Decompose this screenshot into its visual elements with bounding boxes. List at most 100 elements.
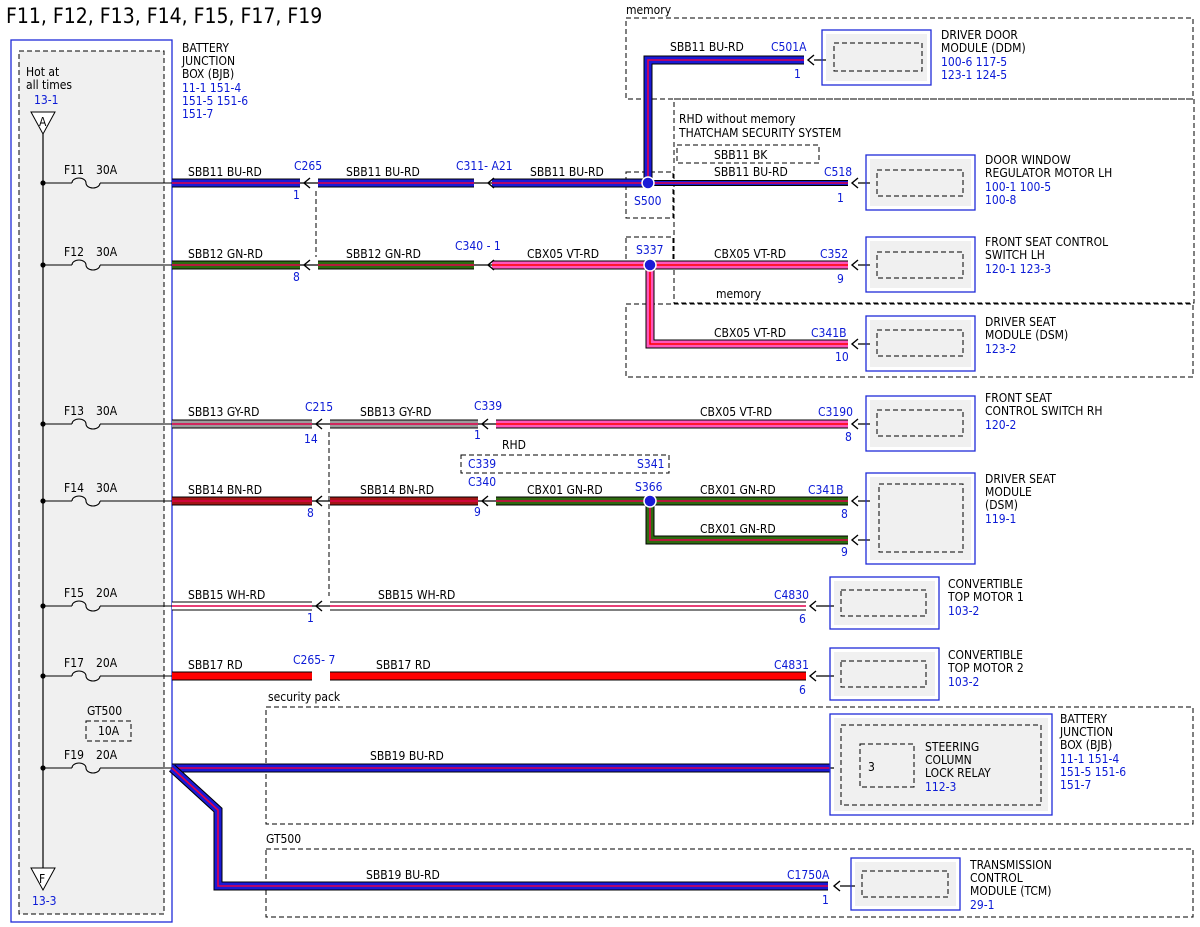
component-ref: 29-1 (970, 898, 995, 912)
connector-c4831: C4831 (774, 658, 809, 672)
component-ref: 103-2 (948, 675, 979, 689)
wire-label: SBB12 GN-RD (346, 247, 421, 261)
splice-s337 (643, 258, 657, 272)
component-ref: 100-1 100-5 (985, 180, 1051, 194)
component-ref: 103-2 (948, 604, 979, 618)
component-door-window-motor: DOOR WINDOW REGULATOR MOTOR LH 100-1 100… (865, 153, 1112, 211)
fuse-name: F15 (64, 586, 84, 600)
fuse-f13: F13 30A (40, 404, 172, 430)
gt500-fuse-rating: 10A (98, 724, 120, 738)
pin: 9 (841, 545, 848, 559)
bjb-ref-2: 151-5 151-6 (182, 94, 248, 108)
connector-arrow-icon (850, 418, 859, 430)
connector-a-label: A (39, 115, 47, 129)
splice-s500 (641, 176, 655, 190)
wire-sbb11-c-stripe (492, 59, 804, 184)
wire-label: CBX01 GN-RD (527, 483, 603, 497)
component-name: DOOR WINDOW (985, 153, 1071, 167)
wire-label: SBB15 WH-RD (188, 588, 265, 602)
component-ref: 120-1 123-3 (985, 262, 1051, 276)
fuse-name: F14 (64, 481, 84, 495)
connector-a-icon (30, 111, 56, 136)
components: DRIVER DOOR MODULE (DDM) 100-6 117-5 123… (821, 28, 1126, 912)
pin: 8 (845, 430, 852, 444)
bjb-inner (18, 50, 165, 915)
memory-region-label: memory (626, 3, 672, 17)
bjb-name-2: JUNCTION (181, 54, 235, 68)
fuse-rating: 20A (96, 586, 118, 600)
component-name: BOX (BJB) (1060, 738, 1112, 752)
fuse-name: F12 (64, 245, 84, 259)
component-name: MODULE (TCM) (970, 884, 1051, 898)
pin: 6 (799, 683, 806, 697)
fuse-rating: 20A (96, 748, 118, 762)
fuse-f11: F11 30A (40, 163, 172, 189)
component-ddm: DRIVER DOOR MODULE (DDM) 100-6 117-5 123… (821, 28, 1026, 86)
fuse-icon (43, 670, 172, 682)
fuse-name: F11 (64, 163, 84, 177)
component-name: FRONT SEAT CONTROL (985, 235, 1108, 249)
security-pack-label: security pack (268, 690, 341, 704)
connector-c3190: C3190 (818, 405, 853, 419)
connector-c340: C340 (468, 475, 496, 489)
component-seat-switch-rh: FRONT SEAT CONTROL SWITCH RH 120-2 (865, 391, 1102, 452)
s500-box (625, 171, 674, 219)
pin: 9 (474, 505, 481, 519)
hot-label-1: Hot at (26, 65, 59, 79)
rhd-without-memory-label: RHD without memory (679, 112, 796, 126)
pin: 1 (474, 428, 481, 442)
pin: 8 (307, 506, 314, 520)
wire-label: CBX05 VT-RD (714, 326, 786, 340)
pin: 1 (794, 67, 801, 81)
relay-pin: 3 (868, 760, 875, 774)
wire-cbx05-b-stripe (649, 265, 848, 345)
memory-region-bottom-label: memory (716, 287, 762, 301)
component-top-motor-2: CONVERTIBLE TOP MOTOR 2 103-2 (829, 647, 1024, 701)
wire-label: CBX01 GN-RD (700, 522, 776, 536)
splice-s366 (643, 494, 657, 508)
fuse-icon (43, 418, 172, 430)
bjb-label: BATTERY JUNCTION BOX (BJB) 11-1 151-4 15… (181, 41, 248, 121)
connector-arrow-icon (850, 177, 859, 189)
connector-c265: C265 (294, 159, 322, 173)
fuse-icon (43, 259, 172, 271)
component-name: REGULATOR MOTOR LH (985, 166, 1112, 180)
fuse-rating: 30A (96, 404, 118, 418)
fuse-name: F13 (64, 404, 84, 418)
component-ref: 100-8 (985, 193, 1016, 207)
component-bjb-relay: 3 STEERING COLUMN LOCK RELAY 112-3 BATTE… (829, 712, 1126, 816)
pin: 1 (837, 191, 844, 205)
bjb-ref-1: 11-1 151-4 (182, 81, 241, 95)
wire-label: SBB19 BU-RD (366, 868, 440, 882)
wire-label: CBX05 VT-RD (527, 247, 599, 261)
component-ref: 123-1 124-5 (941, 68, 1007, 82)
splice-s337-label: S337 (636, 243, 663, 257)
thatcham-label: THATCHAM SECURITY SYSTEM (678, 126, 841, 140)
fuse-f17: F17 20A (40, 656, 172, 682)
pin: 8 (293, 270, 300, 284)
splice-s500-label: S500 (634, 194, 662, 208)
component-name: (DSM) (985, 498, 1018, 512)
component-name: SWITCH LH (985, 248, 1045, 262)
connector-c352: C352 (820, 247, 848, 261)
connector-c215: C215 (305, 400, 333, 414)
connector-c518: C518 (824, 165, 852, 179)
pin: 10 (835, 350, 849, 364)
connector-arrow-icon (808, 670, 817, 682)
component-name: MODULE (985, 485, 1032, 499)
wire-cbx01-b-stripe (649, 501, 848, 541)
battery-junction-box: Hot at all times 13-1 A F 13-3 GT500 10A (10, 39, 173, 923)
component-dsm-memory: DRIVER SEAT MODULE (DSM) 123-2 (865, 315, 1068, 372)
diagram-title: F11, F12, F13, F14, F15, F17, F19 (6, 4, 322, 28)
wire-label: SBB17 RD (188, 658, 243, 672)
connector-arrow-icon (850, 495, 859, 507)
bjb-name-3: BOX (BJB) (182, 67, 234, 81)
wire-label: CBX05 VT-RD (700, 405, 772, 419)
hot-ref: 13-1 (34, 93, 59, 107)
wire-label: SBB11 BU-RD (670, 40, 744, 54)
connector-labels: C265 1 C311- A21 C501A 1 C518 1 S500 8 C… (293, 40, 853, 907)
wire-label: SBB11 BU-RD (188, 165, 262, 179)
memory-region-bottom (625, 303, 1194, 378)
connector-c311: C311- A21 (456, 159, 513, 173)
component-ref: 151-5 151-6 (1060, 765, 1126, 779)
